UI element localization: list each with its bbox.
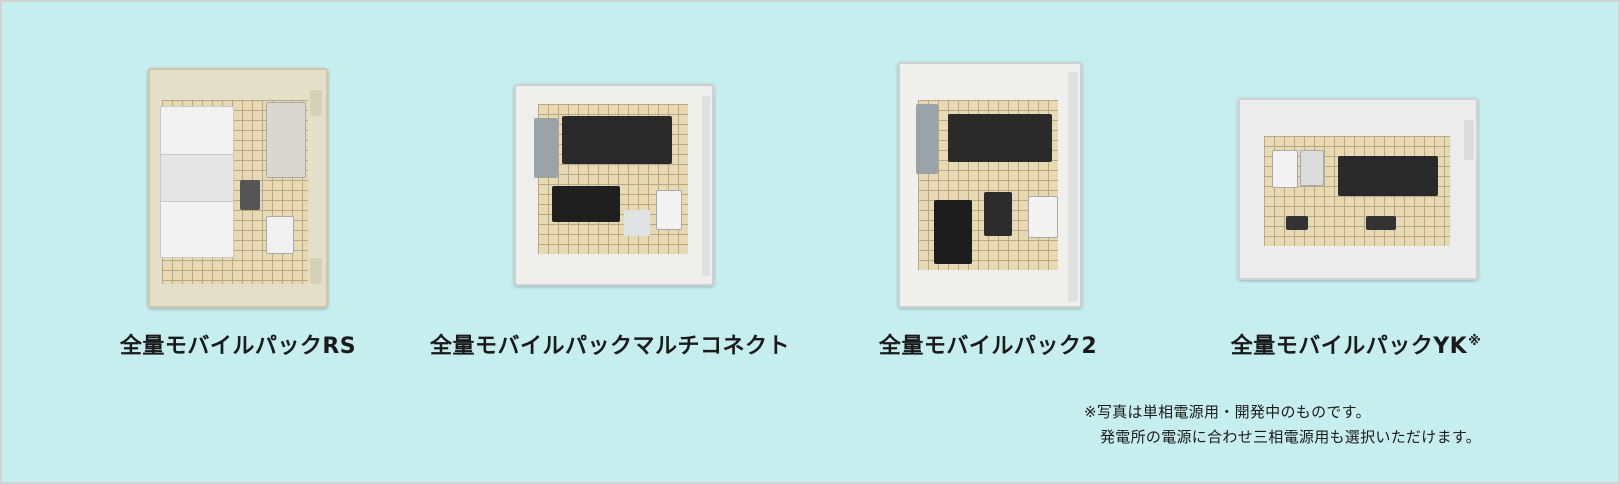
footnote: ※写真は単相電源用・開発中のものです。 発電所の電源に合わせ三相電源用も選択いた…: [1084, 400, 1481, 450]
product-rs-name: 全量モバイルパックRS: [119, 334, 357, 359]
product-pack2-name: 全量モバイルパック2: [878, 334, 1098, 359]
footnote-line-2: 発電所の電源に合わせ三相電源用も選択いただけます。: [1100, 428, 1482, 446]
product-yk-name-text: 全量モバイルパックYK: [1230, 334, 1468, 359]
enclosure-multi-connect-photo: [514, 84, 714, 286]
enclosure-yk-photo: [1238, 98, 1478, 280]
enclosure-pack2-photo: [898, 62, 1082, 308]
footnote-line-1: ※写真は単相電源用・開発中のものです。: [1084, 403, 1371, 421]
product-yk-name: 全量モバイルパックYK※: [1231, 328, 1482, 360]
enclosure-rs-photo: [148, 68, 328, 308]
product-yk-footnote-mark: ※: [1468, 334, 1482, 349]
product-multi-connect-name: 全量モバイルパックマルチコネクト: [429, 334, 791, 359]
